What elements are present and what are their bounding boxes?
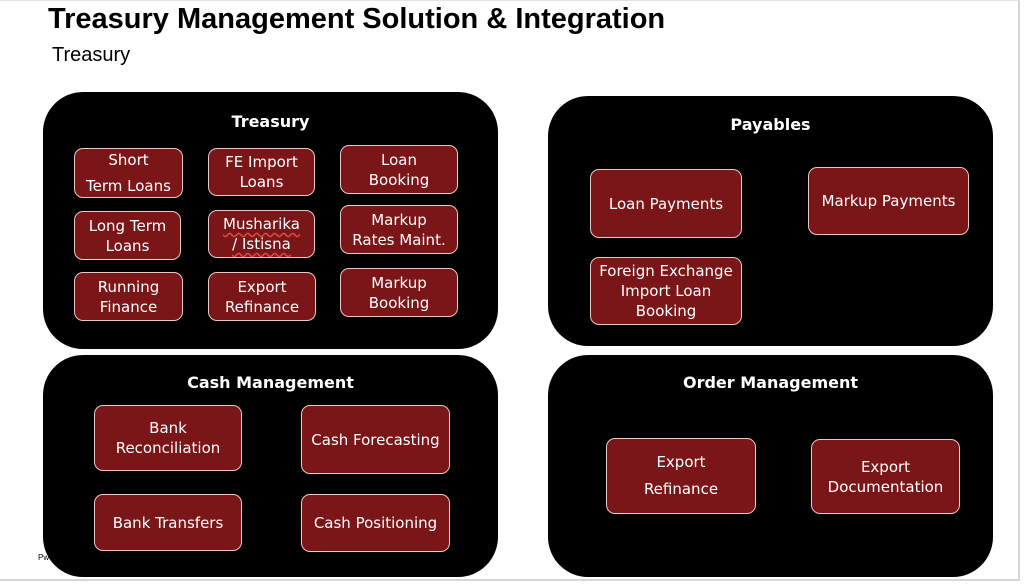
export-refinance-box[interactable]: Export Refinance xyxy=(208,272,316,321)
cash-positioning-box[interactable]: Cash Positioning xyxy=(301,494,450,552)
musharika-istisna-box[interactable]: Musharika / Istisna xyxy=(208,210,315,258)
short-term-loans-box[interactable]: Short Term Loans xyxy=(74,148,183,198)
om-export-refinance-box[interactable]: Export Refinance xyxy=(606,438,756,514)
loan-booking-box[interactable]: Loan Booking xyxy=(340,145,458,194)
fe-import-loan-booking-box[interactable]: Foreign Exchange Import Loan Booking xyxy=(590,257,742,325)
cash-forecasting-box[interactable]: Cash Forecasting xyxy=(301,405,450,474)
markup-rates-maint-box[interactable]: Markup Rates Maint. xyxy=(340,205,458,254)
payables-panel-title: Payables xyxy=(730,115,811,134)
page-subtitle: Treasury xyxy=(52,44,131,66)
treasury-panel: Treasury Short Term Loans FE Import Loan… xyxy=(43,92,498,349)
page-title: Treasury Management Solution & Integrati… xyxy=(48,3,666,35)
payables-panel: Payables Loan Payments Markup Payments F… xyxy=(548,96,993,346)
bank-transfers-box[interactable]: Bank Transfers xyxy=(94,494,242,551)
bank-reconciliation-box[interactable]: Bank Reconciliation xyxy=(94,405,242,471)
order-management-panel: Order Management Export Refinance Export… xyxy=(548,355,993,577)
cash-management-panel: Cash Management Bank Reconciliation Cash… xyxy=(43,355,498,577)
export-documentation-box[interactable]: Export Documentation xyxy=(811,439,960,514)
order-management-panel-title: Order Management xyxy=(682,373,859,392)
markup-payments-box[interactable]: Markup Payments xyxy=(808,167,969,235)
footer-text: Pw xyxy=(38,553,50,562)
fe-import-loans-box[interactable]: FE Import Loans xyxy=(208,148,315,196)
markup-booking-box[interactable]: Markup Booking xyxy=(340,268,458,317)
cash-management-panel-title: Cash Management xyxy=(187,373,354,392)
running-finance-box[interactable]: Running Finance xyxy=(74,272,183,321)
loan-payments-box[interactable]: Loan Payments xyxy=(590,169,742,238)
long-term-loans-box[interactable]: Long Term Loans xyxy=(74,211,181,260)
treasury-panel-title: Treasury xyxy=(231,112,310,131)
